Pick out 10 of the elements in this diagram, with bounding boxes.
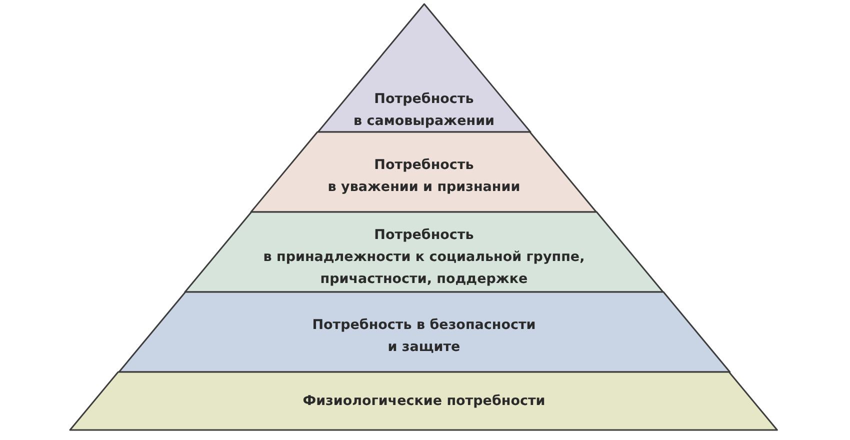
pyramid-tier: [318, 4, 530, 132]
pyramid-tier: [118, 292, 730, 372]
pyramid-tier: [251, 132, 597, 212]
tier-label: Потребность в уважении и признании: [328, 156, 520, 197]
tier-label: Потребность в самовыражении: [353, 90, 494, 131]
tier-label: Физиологические потребности: [302, 392, 546, 411]
pyramid-tier: [70, 372, 778, 430]
pyramid-tier: [184, 212, 664, 292]
tier-label: Потребность в принадлежности к социальной группе, причастности, поддержке: [263, 226, 585, 289]
tier-label: Потребность в безопасности и защите: [312, 316, 536, 357]
